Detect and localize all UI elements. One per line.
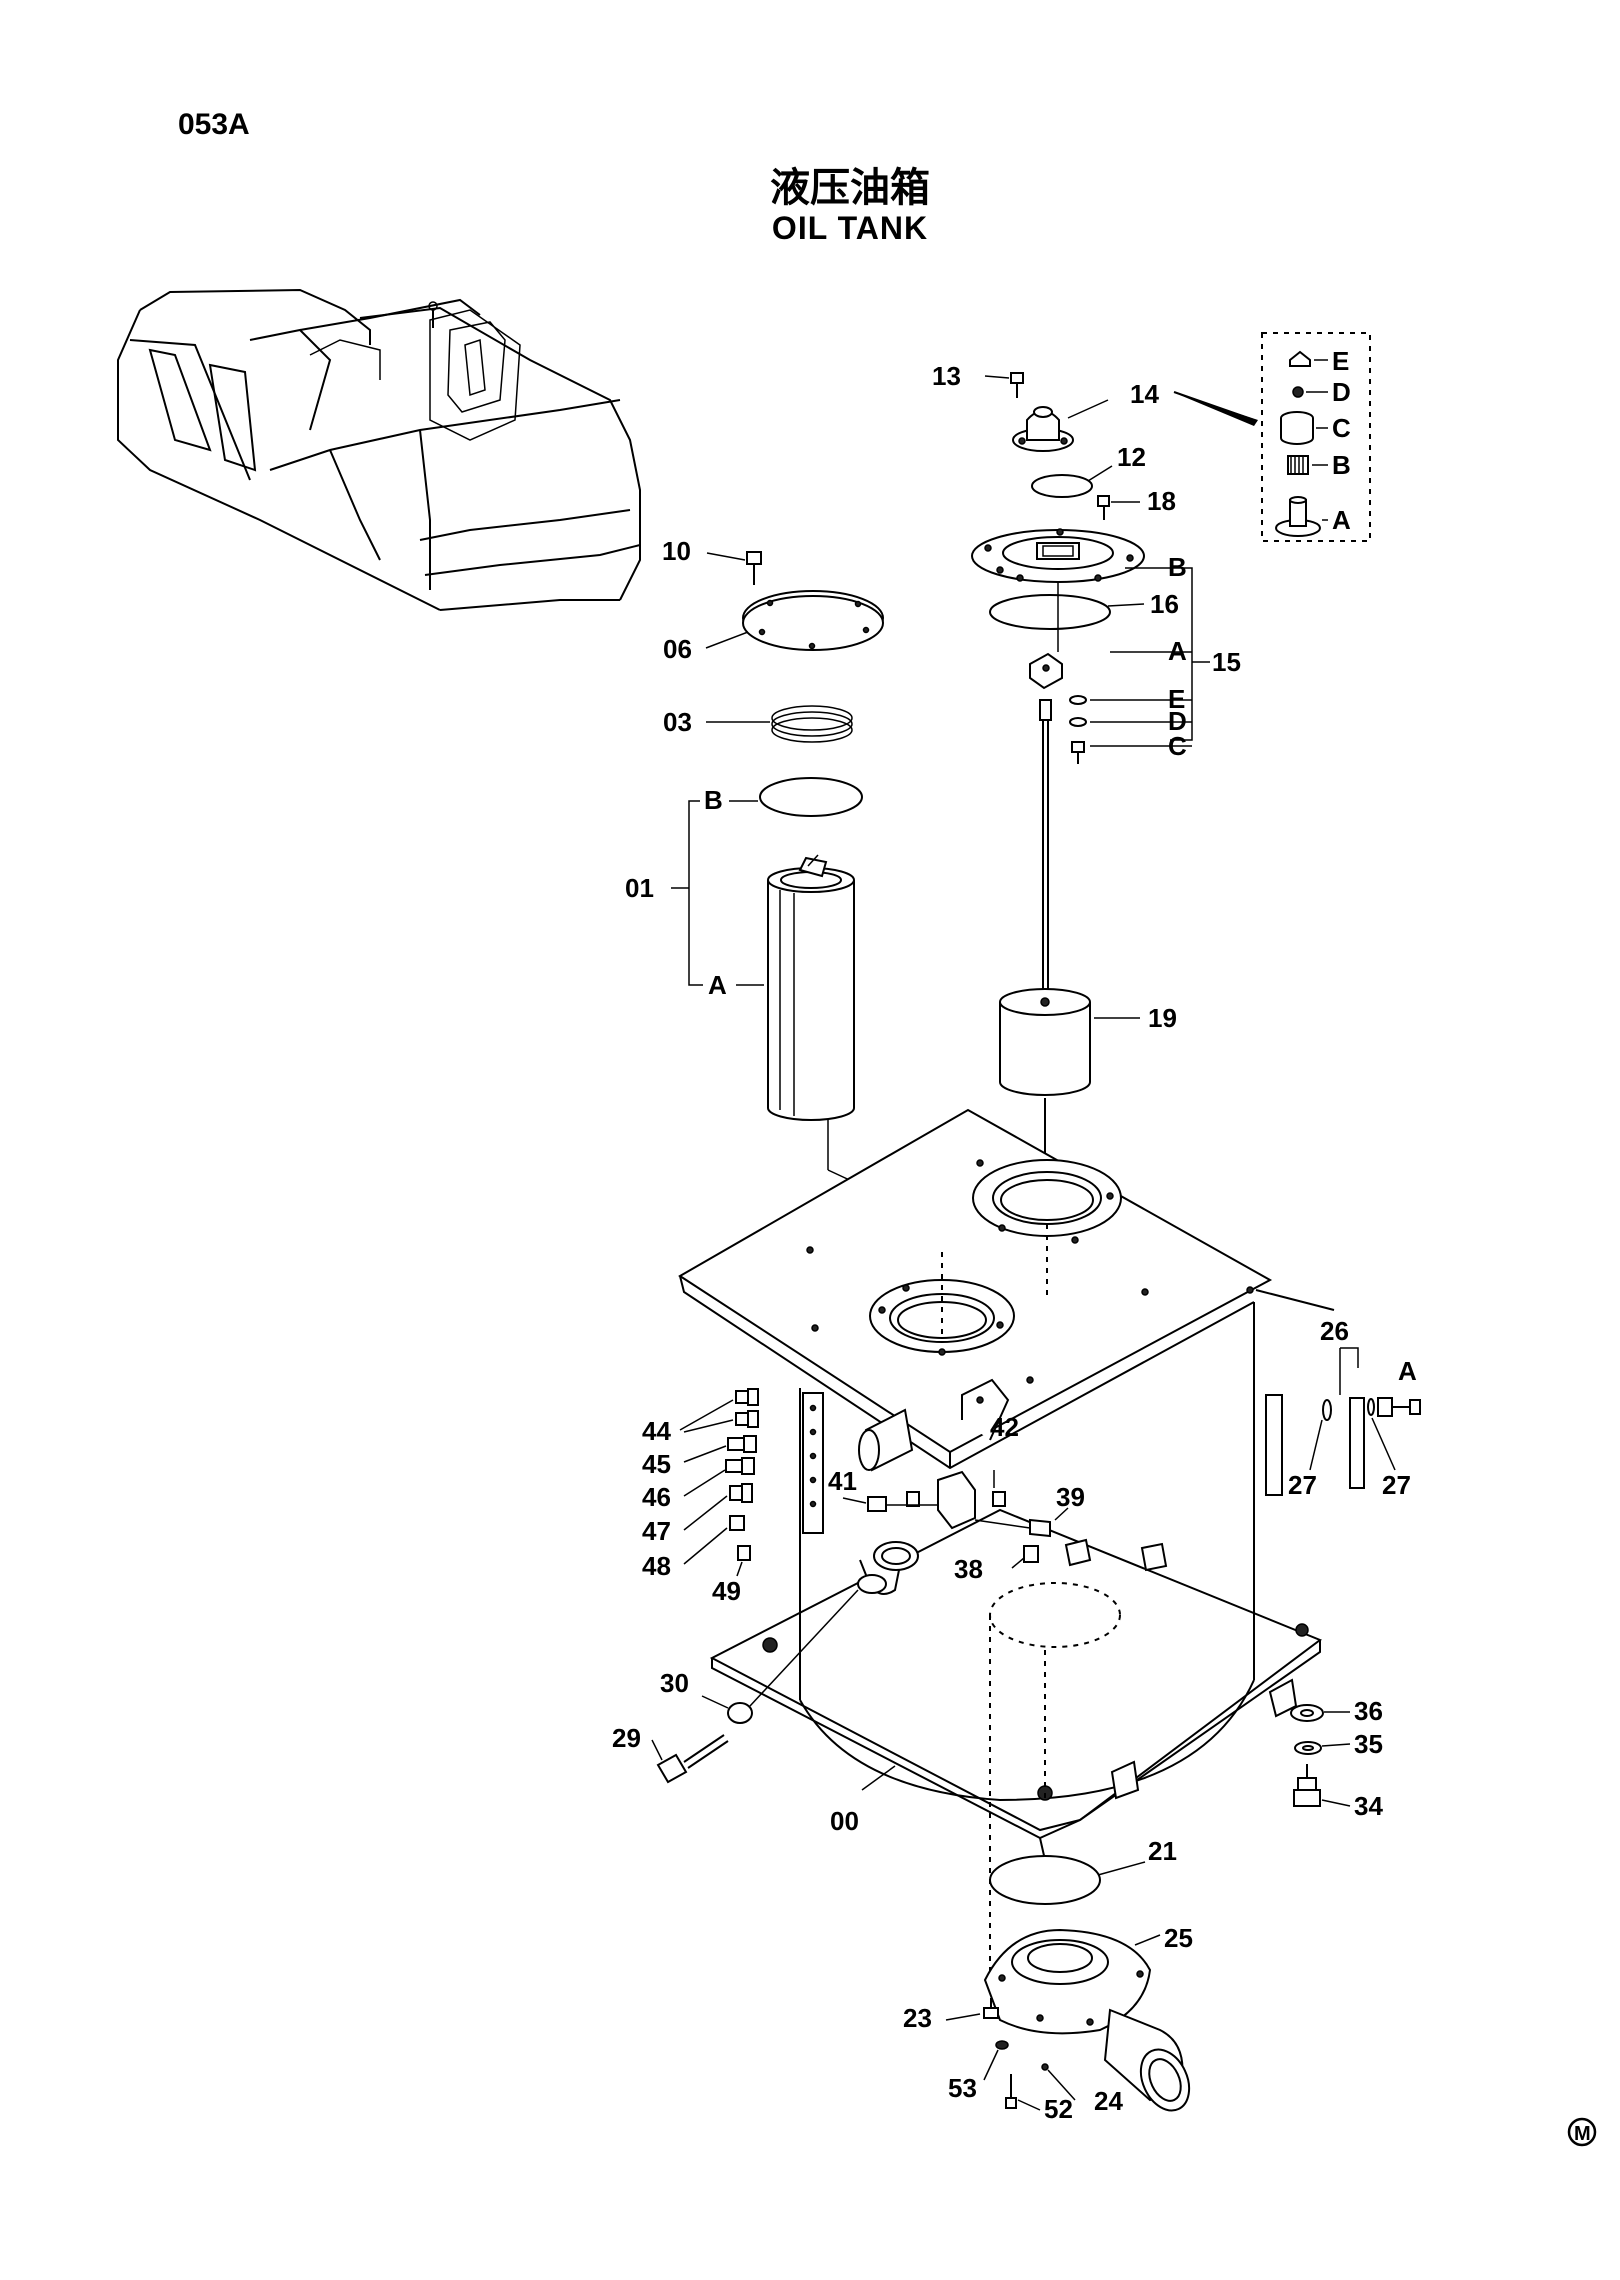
callout-48: 48 bbox=[642, 1551, 671, 1581]
label-01-b: B bbox=[704, 785, 723, 815]
m-mark: M bbox=[1567, 2117, 1597, 2147]
detail-label-b: B bbox=[1332, 450, 1351, 480]
callout-27-right: 27 bbox=[1382, 1470, 1411, 1500]
callout-49: 49 bbox=[712, 1576, 741, 1606]
detail-box-item-14: E D C B A bbox=[1261, 332, 1371, 542]
callout-03: 03 bbox=[663, 707, 692, 737]
label-15-c: C bbox=[1168, 731, 1187, 761]
oil-tank-body bbox=[678, 1108, 1335, 1980]
callout-36: 36 bbox=[1354, 1696, 1383, 1726]
sensor-group bbox=[842, 1470, 1069, 1569]
fittings-group bbox=[679, 1388, 759, 1577]
callout-06: 06 bbox=[663, 634, 692, 664]
sub-letter-labels: B A B A E D C A bbox=[704, 552, 1417, 1386]
callout-16: 16 bbox=[1150, 589, 1179, 619]
callout-24: 24 bbox=[1094, 2086, 1123, 2116]
label-15-a: A bbox=[1168, 636, 1187, 666]
callout-21: 21 bbox=[1148, 1836, 1177, 1866]
right-hardware-group bbox=[1290, 1347, 1421, 1807]
callout-10: 10 bbox=[662, 536, 691, 566]
callout-01: 01 bbox=[625, 873, 654, 903]
callout-45: 45 bbox=[642, 1449, 671, 1479]
title-chinese: 液压油箱 bbox=[770, 165, 930, 211]
callout-52: 52 bbox=[1044, 2094, 1073, 2124]
callout-23: 23 bbox=[903, 2003, 932, 2033]
callout-46: 46 bbox=[642, 1482, 671, 1512]
level-gauge-group bbox=[971, 372, 1210, 1220]
label-26-a: A bbox=[1398, 1356, 1417, 1386]
callout-27-left: 27 bbox=[1288, 1470, 1317, 1500]
detail-label-d: D bbox=[1332, 377, 1351, 407]
callout-29: 29 bbox=[612, 1723, 641, 1753]
callout-30: 30 bbox=[660, 1668, 689, 1698]
callout-47: 47 bbox=[642, 1516, 671, 1546]
callout-19: 19 bbox=[1148, 1003, 1177, 1033]
callout-53: 53 bbox=[948, 2073, 977, 2103]
leader-14-to-box bbox=[1175, 393, 1258, 426]
callout-34: 34 bbox=[1354, 1791, 1383, 1821]
label-01-a: A bbox=[708, 970, 727, 1000]
callout-25: 25 bbox=[1164, 1923, 1193, 1953]
callout-labels: 13 14 12 18 16 15 19 10 06 03 01 26 42 2… bbox=[612, 361, 1411, 2124]
detail-label-a: A bbox=[1332, 505, 1351, 535]
callout-13: 13 bbox=[932, 361, 961, 391]
callout-44: 44 bbox=[642, 1416, 671, 1446]
label-15-d: D bbox=[1168, 706, 1187, 736]
callout-35: 35 bbox=[1354, 1729, 1383, 1759]
detail-label-e: E bbox=[1332, 346, 1349, 376]
callout-38: 38 bbox=[954, 1554, 983, 1584]
callout-41: 41 bbox=[828, 1466, 857, 1496]
page-code: 053A bbox=[178, 108, 250, 141]
drain-plug-group bbox=[651, 1589, 896, 1791]
m-mark-letter: M bbox=[1574, 2123, 1591, 2145]
callout-12: 12 bbox=[1117, 442, 1146, 472]
detail-label-c: C bbox=[1332, 413, 1351, 443]
callout-42: 42 bbox=[990, 1412, 1019, 1442]
callout-26: 26 bbox=[1320, 1316, 1349, 1346]
excavator-illustration bbox=[117, 288, 641, 611]
callout-39: 39 bbox=[1056, 1482, 1085, 1512]
callout-14: 14 bbox=[1130, 379, 1159, 409]
filter-group bbox=[671, 551, 941, 1308]
callout-00: 00 bbox=[830, 1806, 859, 1836]
callout-15: 15 bbox=[1212, 647, 1241, 677]
callout-18: 18 bbox=[1147, 486, 1176, 516]
label-15-b: B bbox=[1168, 552, 1187, 582]
suction-outlet-group bbox=[945, 1855, 1191, 2112]
title-english: OIL TANK bbox=[771, 210, 929, 246]
label-15-e: E bbox=[1168, 684, 1185, 714]
